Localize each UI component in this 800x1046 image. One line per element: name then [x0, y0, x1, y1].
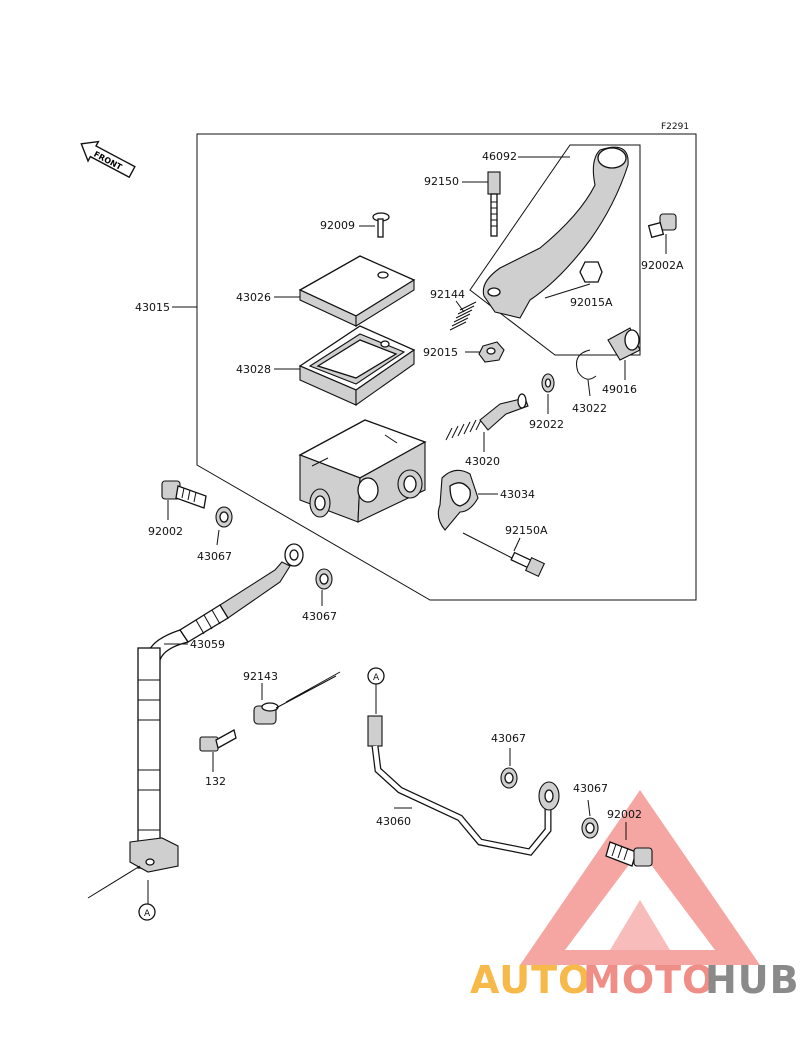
- washer-43067-c: [500, 767, 518, 789]
- assembly-outline: [196, 133, 697, 601]
- label-43059: 43059: [190, 638, 225, 651]
- bolt-92150: [487, 171, 501, 237]
- front-arrow-icon: FRONT: [80, 140, 136, 179]
- watermark-word-2: MOTO: [583, 958, 715, 1002]
- bolt-92002A: [647, 213, 677, 239]
- ref-a-top-label: A: [373, 673, 380, 683]
- bolt-132: [199, 729, 237, 752]
- gasket-43028: [298, 325, 416, 407]
- bolt-92150A: [462, 532, 546, 578]
- washer-92022: [541, 373, 555, 393]
- label-43022: 43022: [572, 402, 607, 415]
- label-92143: 92143: [243, 670, 278, 683]
- washer-43067-d: [581, 817, 599, 839]
- label-92015: 92015: [423, 346, 458, 359]
- label-92002-b: 92002: [607, 808, 642, 821]
- label-43067-c: 43067: [491, 732, 526, 745]
- label-43067-b: 43067: [302, 610, 337, 623]
- label-43034: 43034: [500, 488, 535, 501]
- collar-92143: [253, 671, 341, 725]
- pipe-43060: [367, 715, 560, 856]
- label-92150: 92150: [424, 175, 459, 188]
- label-92022: 92022: [529, 418, 564, 431]
- master-cylinder-body: [298, 419, 427, 523]
- watermark-logo: [520, 790, 760, 965]
- clamp-43034: [437, 469, 479, 531]
- watermark-word-3: HUB: [705, 958, 800, 1002]
- washer-43067-b: [315, 568, 333, 590]
- label-43015: 43015: [135, 301, 170, 314]
- piston-43020: [445, 393, 529, 441]
- hose-43059: [129, 543, 304, 873]
- label-92015A: 92015A: [570, 296, 613, 309]
- label-43067-d: 43067: [573, 782, 608, 795]
- lever-46092: [469, 144, 641, 356]
- bolt-92002-b: [605, 841, 653, 867]
- label-43060: 43060: [376, 815, 411, 828]
- circlip-43022: [576, 349, 597, 380]
- label-43020: 43020: [465, 455, 500, 468]
- bolt-92002: [161, 480, 207, 509]
- cover-43026: [298, 255, 416, 327]
- boot-49016: [607, 327, 641, 361]
- label-92009: 92009: [320, 219, 355, 232]
- spring-92144: [449, 301, 477, 331]
- label-92144: 92144: [430, 288, 465, 301]
- label-43028: 43028: [236, 363, 271, 376]
- ref-a-bottom: [138, 903, 156, 921]
- nut-92015: [478, 341, 505, 363]
- label-92150A: 92150A: [505, 524, 548, 537]
- label-92002: 92002: [148, 525, 183, 538]
- ref-a-bottom-label: A: [144, 909, 151, 919]
- figure-code: F2291: [661, 122, 689, 132]
- watermark-word-1: AUTO: [470, 958, 591, 1002]
- label-132: 132: [205, 775, 226, 788]
- screw-92009: [372, 212, 390, 238]
- label-43026: 43026: [236, 291, 271, 304]
- label-49016: 49016: [602, 383, 637, 396]
- label-43067-a: 43067: [197, 550, 232, 563]
- label-92002A: 92002A: [641, 259, 684, 272]
- label-46092: 46092: [482, 150, 517, 163]
- watermark-text: AUTO MOTO HUB: [470, 958, 800, 1002]
- washer-43067-a: [215, 506, 233, 528]
